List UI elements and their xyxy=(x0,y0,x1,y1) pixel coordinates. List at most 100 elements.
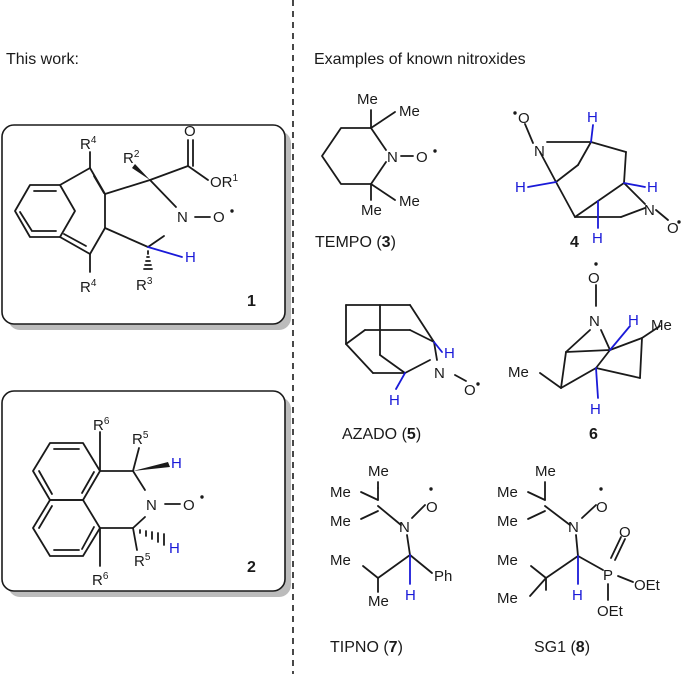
compound-6-bonds xyxy=(539,284,661,389)
compound-4-h3: H xyxy=(647,179,658,196)
compound-4-o1: O xyxy=(518,110,530,127)
compound-4-number: 4 xyxy=(570,234,579,251)
compound-6-h-bond-2 xyxy=(595,367,599,399)
compound-2-hash-bottom xyxy=(139,529,165,546)
compound-1-bonds xyxy=(14,139,211,273)
compound-1: R4 R2 O OR1 N O H R4 R3 1 xyxy=(1,123,291,330)
compound-4-n1: N xyxy=(534,143,545,160)
compound-2-bonds xyxy=(32,431,181,567)
azado-radical-dot xyxy=(476,382,480,386)
compound-tempo: Me Me N O Me Me TEMPO (3) xyxy=(315,91,437,251)
tipno-bonds xyxy=(360,481,433,593)
compound-4-h4: H xyxy=(592,230,603,247)
compound-2-h-bottom: H xyxy=(169,540,180,557)
compound-1-o-radical: O xyxy=(213,209,225,226)
sg1-bonds xyxy=(527,481,634,601)
azado-bonds xyxy=(345,304,467,382)
azado-h2: H xyxy=(389,392,400,409)
compound-2-radical-dot xyxy=(200,495,204,499)
azado-o: O xyxy=(464,382,476,399)
sg1-me-3: Me xyxy=(497,552,518,569)
compound-2-r6-bottom: R6 xyxy=(92,571,109,589)
right-heading: Examples of known nitroxides xyxy=(314,51,526,68)
compound-4-h-bond-3 xyxy=(623,182,646,188)
sg1-oet-1: OEt xyxy=(634,577,661,594)
azado-h1: H xyxy=(444,345,455,362)
compound-2: R6 R5 H N O H R5 R6 2 xyxy=(1,390,291,597)
compound-azado: H N O H AZADO (5) xyxy=(342,304,480,443)
compound-4-n2: N xyxy=(644,202,655,219)
tempo-me-1: Me xyxy=(357,91,378,108)
tipno-radical-dot xyxy=(429,487,433,491)
compound-1-r4-top: R4 xyxy=(80,135,97,153)
azado-number: 5 xyxy=(407,426,416,443)
tipno-n: N xyxy=(399,519,410,536)
compound-6: O N H Me Me H 6 xyxy=(508,262,672,443)
compound-6-h2: H xyxy=(590,401,601,418)
compound-2-number: 2 xyxy=(247,559,256,576)
tempo-me-3: Me xyxy=(361,202,382,219)
tipno-me-4: Me xyxy=(368,593,389,610)
compound-1-h: H xyxy=(185,249,196,266)
compound-6-o: O xyxy=(588,270,600,287)
compound-2-r6-top: R6 xyxy=(93,416,110,434)
compound-1-r4-bottom: R4 xyxy=(80,278,97,296)
azado-h-bond-2 xyxy=(395,372,406,390)
compound-1-r2: R2 xyxy=(123,149,140,167)
azado-caption: AZADO (5) xyxy=(342,426,421,443)
sg1-phosphoryl-o: O xyxy=(619,524,631,541)
compound-6-h1: H xyxy=(628,312,639,329)
tempo-o: O xyxy=(416,149,428,166)
compound-4-h-bond-1 xyxy=(590,124,594,143)
sg1-p: P xyxy=(603,567,613,584)
sg1-me-4: Me xyxy=(497,590,518,607)
sg1-caption: SG1 (8) xyxy=(534,639,590,656)
azado-h-bond-1 xyxy=(433,341,443,353)
tempo-number: 3 xyxy=(382,234,391,251)
sg1-n: N xyxy=(568,519,579,536)
tipno-ph: Ph xyxy=(434,568,452,585)
compound-1-or1: OR1 xyxy=(210,173,239,191)
tempo-bonds xyxy=(321,109,414,201)
sg1-me-1: Me xyxy=(497,484,518,501)
tipno-me-top: Me xyxy=(368,463,389,480)
sg1-number: 8 xyxy=(576,639,585,656)
tipno-me-3: Me xyxy=(330,552,351,569)
compound-1-n: N xyxy=(177,209,188,226)
compound-4: O N H H H H N O 4 xyxy=(513,109,681,251)
tempo-name: TEMPO xyxy=(315,234,372,251)
tempo-n: N xyxy=(387,149,398,166)
compound-4-radical-dot-2 xyxy=(677,220,681,224)
compound-2-n: N xyxy=(146,497,157,514)
left-heading: This work: xyxy=(6,51,79,68)
sg1-name: SG1 xyxy=(534,639,566,656)
compound-6-radical-dot xyxy=(594,262,598,266)
compound-1-radical-dot xyxy=(230,209,234,213)
tempo-me-4: Me xyxy=(399,193,420,210)
tipno-number: 7 xyxy=(389,639,398,656)
compound-1-number: 1 xyxy=(247,293,256,310)
sg1-me-2: Me xyxy=(497,513,518,530)
compound-2-o-radical: O xyxy=(183,497,195,514)
tipno-o: O xyxy=(426,499,438,516)
sg1-me-top: Me xyxy=(535,463,556,480)
sg1-o: O xyxy=(596,499,608,516)
azado-n: N xyxy=(434,365,445,382)
tipno-caption: TIPNO (7) xyxy=(330,639,403,656)
compound-4-h2: H xyxy=(515,179,526,196)
compound-1-box xyxy=(1,124,286,325)
azado-name: AZADO xyxy=(342,426,397,443)
sg1-h: H xyxy=(572,587,583,604)
compound-1-carbonyl-o: O xyxy=(184,123,196,140)
compound-2-r5-bottom: R5 xyxy=(134,552,151,570)
tempo-caption: TEMPO (3) xyxy=(315,234,396,251)
sg1-oet-2: OEt xyxy=(597,603,624,620)
tipno-me-1: Me xyxy=(330,484,351,501)
compound-2-wedge-top xyxy=(133,462,170,471)
tipno-h: H xyxy=(405,587,416,604)
compound-6-me2: Me xyxy=(508,364,529,381)
compound-sg1: Me Me Me N O O Me P OEt Me H OEt SG1 (8) xyxy=(497,463,661,656)
compound-tipno: Me Me Me N O Me Ph H Me TIPNO (7) xyxy=(330,463,452,656)
compound-6-h-bond-1 xyxy=(609,325,631,351)
